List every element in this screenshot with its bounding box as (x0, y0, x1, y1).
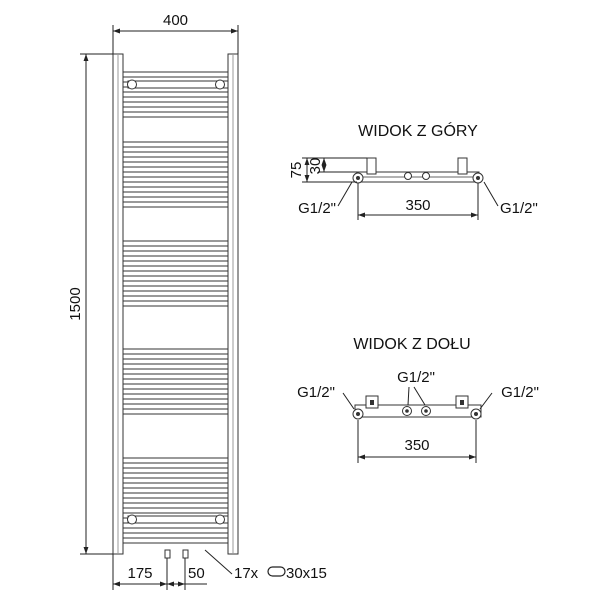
horizontal-tube (122, 161, 229, 168)
top-view-title: WIDOK Z GÓRY (358, 121, 478, 140)
top-view-connector-right-label: G1/2" (500, 200, 538, 217)
horizontal-tube (122, 191, 229, 198)
horizontal-tube (122, 527, 229, 534)
horizontal-tube (122, 240, 229, 247)
horizontal-tube (122, 457, 229, 464)
bottom-mount-brackets (127, 514, 229, 525)
height-dimension-label: 1500 (67, 287, 84, 320)
horizontal-tubes (122, 71, 229, 544)
horizontal-tube (122, 300, 229, 307)
horizontal-tube (122, 537, 229, 544)
top-view-bracket-left (366, 157, 377, 175)
bottom-view: WIDOK Z DOŁU G1/2" G1/2" G1/2" 350 (297, 336, 539, 463)
horizontal-tube (122, 250, 229, 257)
horizontal-tube (122, 280, 229, 287)
horizontal-tube (122, 151, 229, 158)
width-dimension-label: 400 (163, 12, 188, 29)
top-right-mount-icon (215, 79, 225, 90)
top-left-mount-icon (127, 79, 137, 90)
horizontal-tube (122, 368, 229, 375)
top-view-depth-outer-label: 75 (288, 162, 305, 179)
horizontal-tube (122, 201, 229, 208)
bottom-left-mount-icon (127, 514, 137, 525)
tube-size-label: 30x15 (286, 565, 327, 582)
horizontal-tube (122, 487, 229, 494)
top-view-spacing-label: 350 (405, 197, 430, 214)
horizontal-tube (122, 477, 229, 484)
front-view: 400 1500 175 50 17x 30x15 (67, 12, 327, 590)
top-view-depth-inner-label: 30 (307, 158, 324, 175)
horizontal-tube (122, 408, 229, 415)
horizontal-tube (122, 111, 229, 118)
left-offset-label: 175 (127, 565, 152, 582)
bottom-connector-right (182, 549, 189, 559)
horizontal-tube (122, 467, 229, 474)
horizontal-tube (122, 497, 229, 504)
horizontal-tube (122, 101, 229, 108)
bottom-view-spacing-label: 350 (404, 437, 429, 454)
top-mount-brackets (127, 79, 229, 90)
horizontal-tube (122, 260, 229, 267)
horizontal-tube (122, 91, 229, 98)
horizontal-tube (122, 388, 229, 395)
horizontal-tube (122, 290, 229, 297)
connector-spacing-label: 50 (188, 565, 205, 582)
bottom-right-mount-icon (215, 514, 225, 525)
horizontal-tube (122, 71, 229, 78)
horizontal-tube (122, 141, 229, 148)
horizontal-tube (122, 358, 229, 365)
top-view-bracket-right (457, 157, 468, 175)
horizontal-tube (122, 398, 229, 405)
bottom-view-connector-right-label: G1/2" (501, 384, 539, 401)
tube-count-label: 17x (234, 565, 259, 582)
horizontal-tube (122, 378, 229, 385)
horizontal-tube (122, 348, 229, 355)
top-view: WIDOK Z GÓRY 75 30 350 G1/2" G1/2" (288, 121, 538, 220)
top-view-connector-left-label: G1/2" (298, 200, 336, 217)
horizontal-tube (122, 270, 229, 277)
bottom-view-title: WIDOK Z DOŁU (353, 336, 470, 353)
bottom-view-connector-left-label: G1/2" (297, 384, 335, 401)
tube-profile-icon (267, 566, 286, 577)
horizontal-tube (122, 507, 229, 514)
horizontal-tube (122, 181, 229, 188)
horizontal-tube (122, 171, 229, 178)
bottom-connector-left (164, 549, 171, 559)
bottom-view-connector-center-label: G1/2" (397, 369, 435, 386)
